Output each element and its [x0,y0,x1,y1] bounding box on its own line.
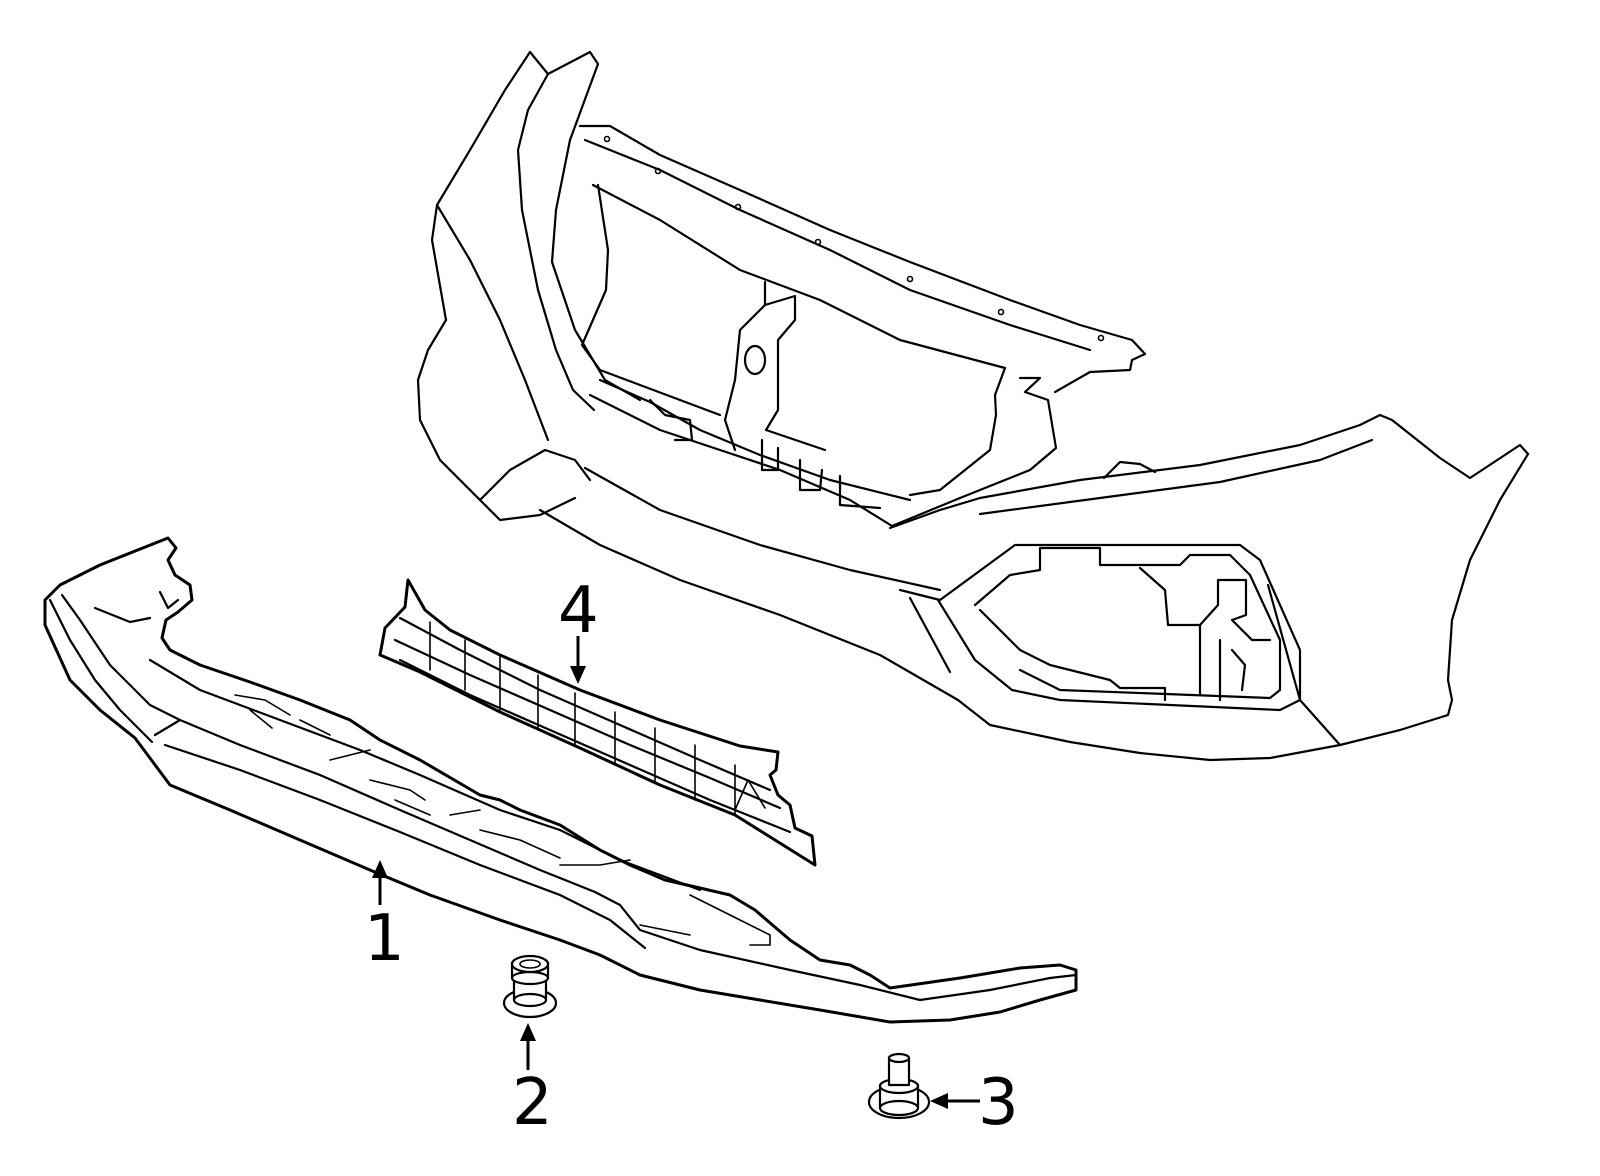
callout-label-3: 3 [978,1066,1019,1140]
callout-arrow-2 [520,1023,536,1070]
callout-label-1: 1 [364,902,405,976]
callout-arrow-3 [930,1093,980,1109]
callout-arrow-4 [570,636,586,684]
spoiler-part-1 [43,536,1078,1024]
callout-label-4: 4 [558,574,599,648]
bumper-cover [416,50,1530,762]
callout-label-2: 2 [512,1066,553,1140]
bolt-part-3 [867,1052,931,1120]
callout-arrow-1 [372,860,388,905]
fastener-part-2 [502,954,558,1019]
grille-part-4 [378,578,817,867]
